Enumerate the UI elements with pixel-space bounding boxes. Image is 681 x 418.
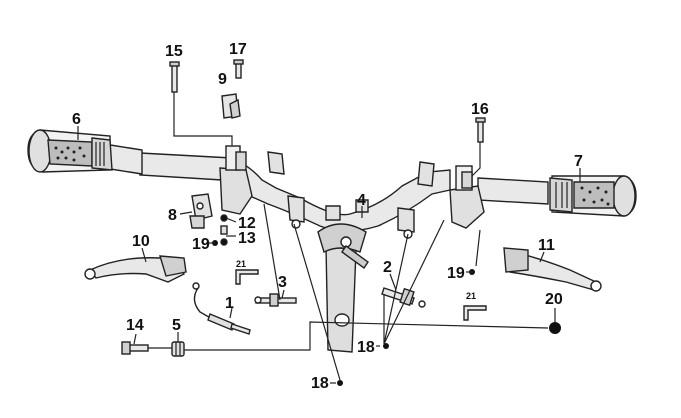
callout-21-right: 21	[466, 291, 476, 301]
right-grip	[549, 175, 637, 217]
callout-14: 14	[126, 317, 144, 334]
left-switch-housing	[219, 145, 253, 215]
callout-19-left: 19	[192, 236, 210, 253]
callout-10: 10	[132, 233, 150, 250]
callout-18-center: 18	[357, 339, 375, 356]
part-9-switch	[221, 93, 241, 119]
callout-21-left: 21	[236, 259, 246, 269]
part-1-cable	[192, 282, 251, 335]
callout-2: 2	[383, 259, 392, 276]
callout-16: 16	[471, 101, 489, 118]
part-12-13-hardware	[220, 214, 228, 246]
callout-13: 13	[238, 230, 256, 247]
callout-12: 12	[238, 215, 256, 232]
callout-9: 9	[218, 71, 227, 88]
part-5-nut	[171, 341, 185, 357]
part-20-endcap	[549, 322, 561, 334]
right-grip-texture	[580, 186, 610, 206]
part-3-bolt	[254, 293, 297, 307]
left-brake-lever	[84, 255, 187, 283]
callout-20: 20	[545, 291, 563, 308]
leader-lines	[77, 92, 581, 384]
part-14-bolt	[121, 341, 149, 355]
callout-18-lower: 18	[311, 375, 329, 392]
callout-1: 1	[225, 295, 234, 312]
callout-11: 11	[538, 237, 555, 254]
callout-17: 17	[229, 41, 247, 58]
callout-7: 7	[574, 153, 583, 170]
callout-3: 3	[278, 274, 287, 291]
callout-15: 15	[165, 43, 183, 60]
mounting-brackets	[267, 151, 435, 239]
left-grip-texture	[54, 146, 86, 162]
callout-4: 4	[357, 192, 366, 209]
left-grip	[27, 129, 113, 173]
part-2-bolt	[381, 287, 426, 308]
callout-5: 5	[172, 317, 181, 334]
fastener-dots	[212, 240, 475, 386]
handlebar-tube	[103, 143, 549, 232]
part-16-bolt	[475, 117, 486, 143]
part-21-pins	[235, 269, 487, 321]
callout-labels: 1 2 3 4 5 6 7 8 9 10 11 12 13 14 15 16 1…	[72, 41, 583, 392]
part-8-bracket	[189, 193, 213, 229]
part-17-screw	[233, 59, 244, 79]
part-15-bolt	[169, 61, 180, 93]
callout-6: 6	[72, 111, 81, 128]
callout-19-right: 19	[447, 265, 465, 282]
right-brake-lever	[503, 247, 602, 292]
right-switch-housing	[449, 165, 485, 229]
callout-8: 8	[168, 207, 177, 224]
